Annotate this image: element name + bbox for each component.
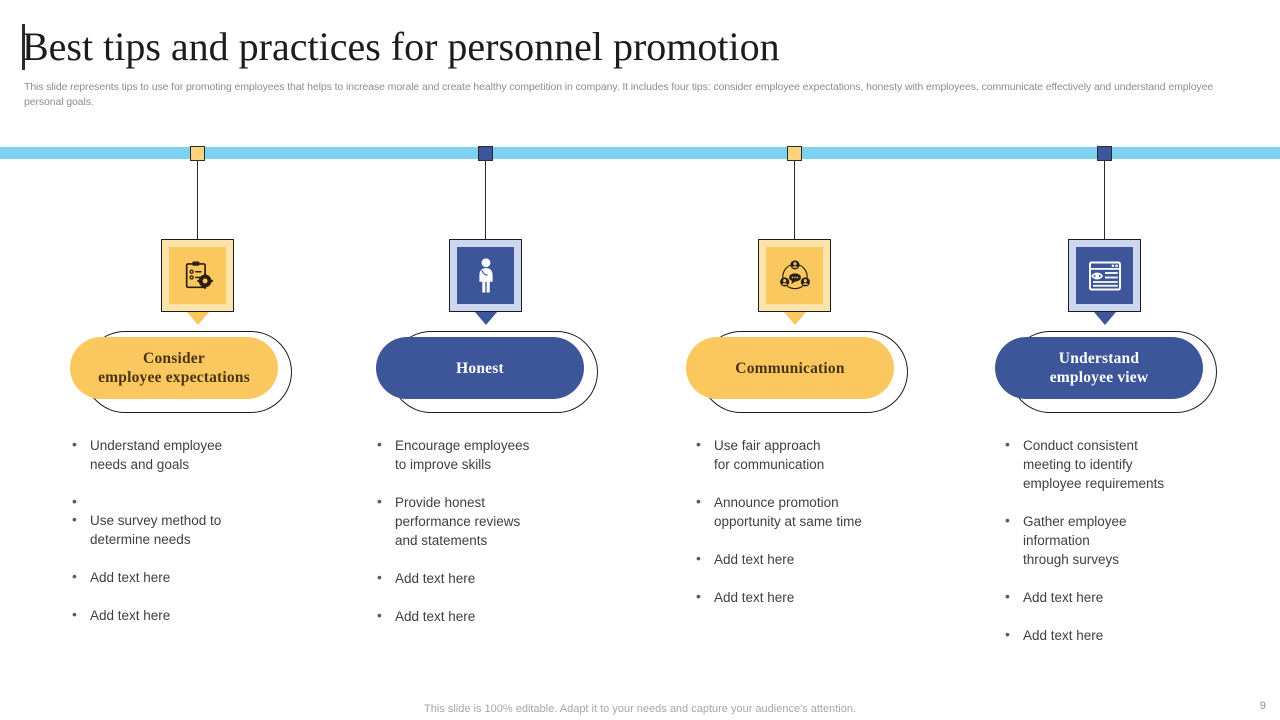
pill-4[interactable]: Understand employee view	[995, 325, 1217, 413]
icon-arrow-3	[783, 312, 806, 325]
icon-card-3[interactable]	[758, 239, 831, 325]
icon-card-4[interactable]	[1068, 239, 1141, 325]
icon-inner-2	[457, 247, 514, 304]
list-item: Add text here	[375, 568, 625, 588]
pill-label-4: Understand employee view	[1049, 350, 1149, 386]
person-standing-icon	[478, 257, 493, 293]
timeline-node-marker-4[interactable]	[1097, 146, 1112, 161]
icon-inner-1	[169, 247, 226, 304]
pill-fill-4: Understand employee view	[995, 337, 1203, 399]
team-communication-network-icon	[779, 259, 810, 289]
timeline-node-marker-2[interactable]	[478, 146, 493, 161]
document-review-eye-icon	[1088, 261, 1121, 290]
connector-line-1	[197, 161, 198, 239]
icon-card-2[interactable]	[449, 239, 522, 325]
slide-header: Best tips and practices for personnel pr…	[22, 22, 1258, 72]
pill-fill-1: Consider employee expectations	[70, 337, 278, 399]
icon-arrow-4	[1093, 312, 1116, 325]
pill-fill-2: Honest	[376, 337, 584, 399]
connector-line-4	[1104, 161, 1105, 239]
icon-inner-4	[1076, 247, 1133, 304]
page-number: 9	[1259, 700, 1266, 712]
pill-label-1: Consider employee expectations	[98, 350, 250, 386]
pill-fill-3: Communication	[686, 337, 894, 399]
list-item: Add text here	[70, 605, 320, 625]
list-item: Add text here	[70, 567, 320, 587]
column-1: Consider employee expectations Understan…	[22, 0, 332, 720]
page-title: Best tips and practices for personnel pr…	[22, 24, 780, 69]
footer-note: This slide is 100% editable. Adapt it to…	[424, 703, 856, 715]
icon-arrow-1	[186, 312, 209, 325]
pill-1[interactable]: Consider employee expectations	[70, 325, 292, 413]
list-item: Add text here	[1003, 625, 1253, 645]
icon-arrow-2	[474, 312, 497, 325]
pill-3[interactable]: Communication	[686, 325, 908, 413]
pill-label-2: Honest	[456, 359, 504, 377]
clipboard-checklist-gear-icon	[185, 260, 213, 289]
timeline-node-marker-3[interactable]	[787, 146, 802, 161]
title-accent-bar	[22, 24, 25, 70]
connector-line-3	[794, 161, 795, 239]
icon-inner-3	[766, 247, 823, 304]
connector-line-2	[485, 161, 486, 239]
timeline-node-marker-1[interactable]	[190, 146, 205, 161]
column-4: Understand employee view Conduct consist…	[950, 0, 1260, 720]
pill-label-3: Communication	[735, 359, 845, 377]
list-item	[70, 492, 320, 511]
icon-card-1[interactable]	[161, 239, 234, 325]
list-item: Add text here	[694, 549, 944, 569]
slide-subtitle: This slide represents tips to use for pr…	[24, 81, 1214, 108]
list-item: Add text here	[375, 606, 625, 626]
list-item: Add text here	[694, 587, 944, 607]
list-item: Add text here	[1003, 587, 1253, 607]
pill-2[interactable]: Honest	[376, 325, 598, 413]
timeline-bar	[0, 147, 1280, 159]
